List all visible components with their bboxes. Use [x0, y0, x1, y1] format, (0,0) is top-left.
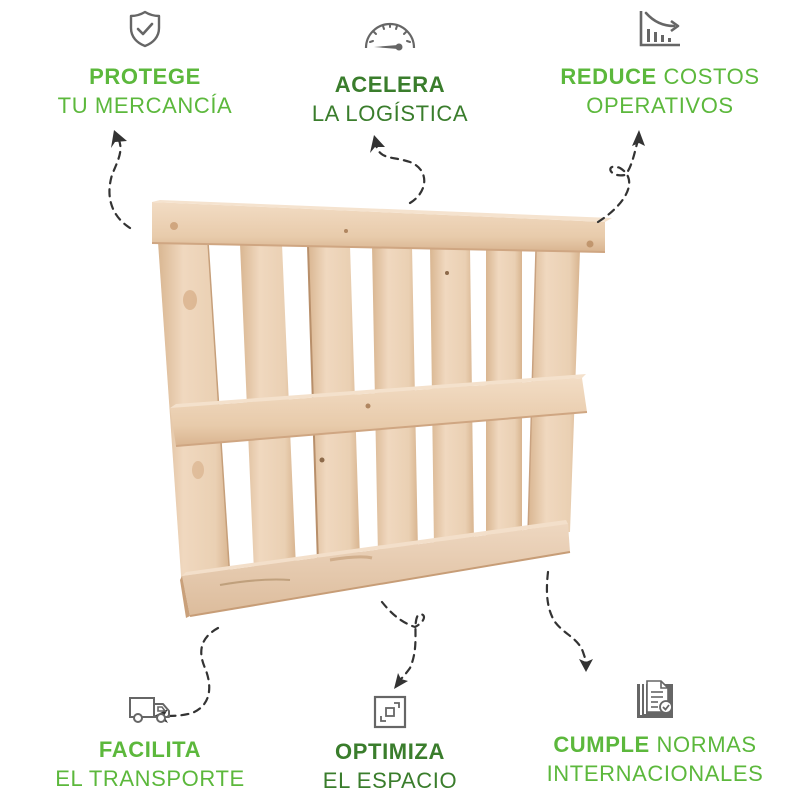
arrow-optimiza: [380, 600, 426, 684]
feature-subtitle: TU MERCANCÍA: [57, 93, 233, 118]
feature-cumple: CUMPLE NORMAS INTERNACIONALES: [520, 680, 790, 788]
feature-reduce: REDUCE COSTOS OPERATIVOS: [540, 8, 780, 120]
feature-subtitle: LA LOGÍSTICA: [311, 101, 469, 126]
shield-check-icon: [129, 10, 161, 48]
delivery-truck-icon: [129, 697, 170, 723]
pallet-top-board: [151, 200, 612, 253]
arrowhead-reduce: [632, 130, 645, 146]
pallet-middle-board: [170, 374, 588, 447]
feature-subtitle: INTERNACIONALES: [546, 761, 764, 786]
feature-title: FACILITA: [98, 737, 202, 762]
arrow-acelera: [374, 143, 426, 205]
feature-title: OPTIMIZA: [335, 739, 445, 764]
feature-optimiza: OPTIMIZA EL ESPACIO: [290, 695, 490, 795]
pallet-bottom-board: [180, 520, 571, 618]
declining-chart-icon: [639, 11, 680, 47]
arrowhead-cumple: [579, 659, 593, 672]
arrow-cumple: [545, 570, 588, 666]
feature-facilita: FACILITA EL TRANSPORTE: [40, 695, 260, 793]
feature-title: REDUCE: [560, 64, 657, 89]
feature-subtitle: OPERATIVOS: [586, 93, 734, 118]
certified-document-icon: [637, 680, 673, 718]
expand-square-icon: [373, 695, 407, 729]
arrow-reduce: [596, 138, 640, 224]
arrowhead-protege: [111, 130, 127, 148]
feature-protege: PROTEGE TU MERCANCÍA: [40, 10, 250, 120]
feature-title: PROTEGE: [89, 64, 201, 89]
feature-title: ACELERA: [334, 72, 446, 97]
feature-acelera: ACELERA LA LOGÍSTICA: [280, 12, 500, 128]
arrow-protege: [108, 136, 132, 230]
feature-title: CUMPLE: [553, 732, 650, 757]
arrowhead-acelera: [370, 135, 385, 153]
speedometer-icon: [364, 22, 416, 51]
pallet-slats: [158, 241, 580, 590]
arrowhead-optimiza: [394, 673, 408, 689]
feature-subtitle: EL TRANSPORTE: [55, 766, 245, 791]
feature-subtitle: EL ESPACIO: [322, 768, 458, 793]
